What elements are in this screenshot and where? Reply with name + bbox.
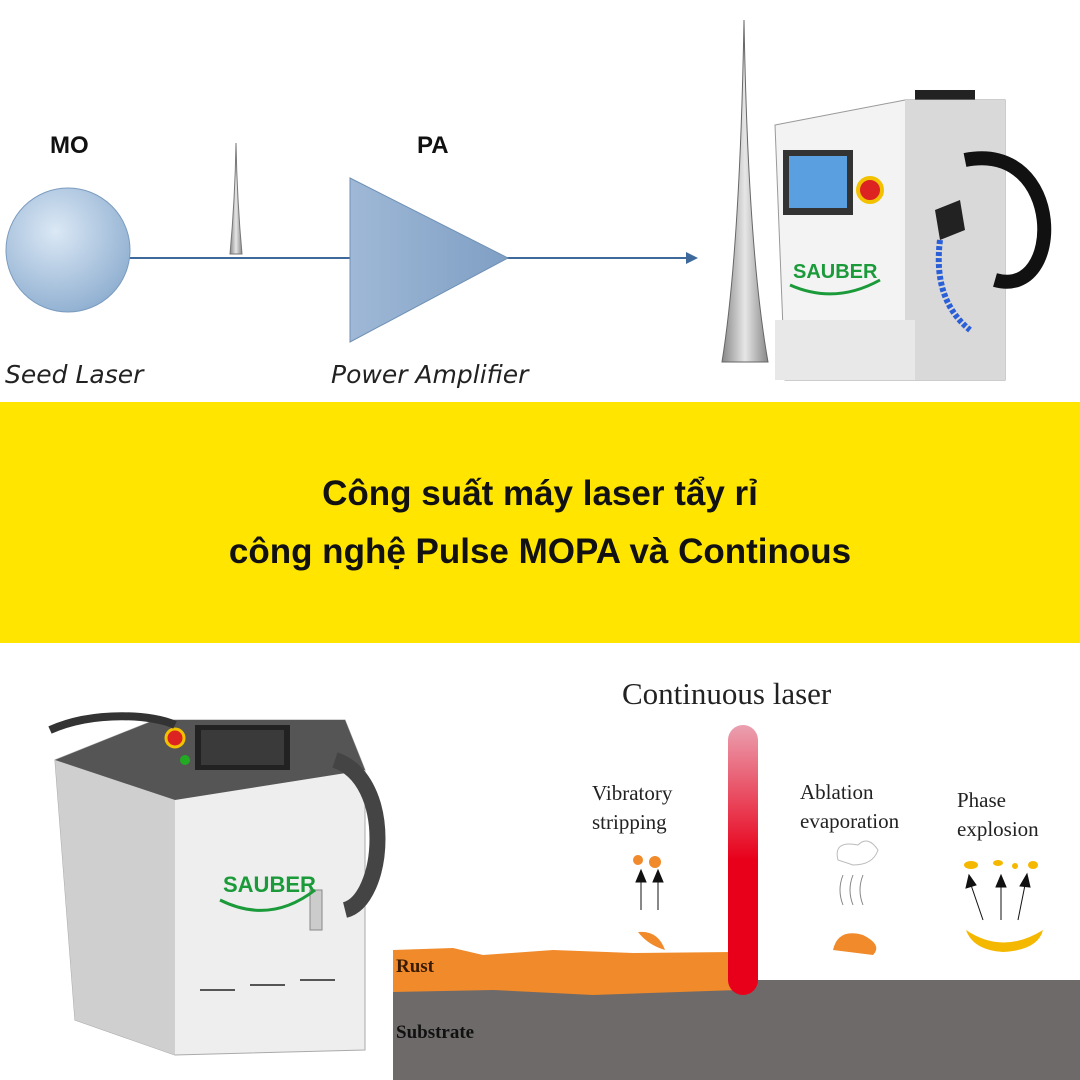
laser-machine-image-top: SAUBER <box>774 90 1052 381</box>
mech-line: Ablation <box>800 780 874 804</box>
banner-line-1: Công suất máy laser tẩy rỉ <box>322 473 758 513</box>
rust-label: Rust <box>396 956 435 977</box>
ablation-blob <box>833 933 877 955</box>
mech-line: stripping <box>592 810 667 834</box>
mech-line: explosion <box>957 817 1039 841</box>
continuous-laser-diagram <box>393 725 1080 1080</box>
mopa-diagram <box>5 19 769 363</box>
mech-line: Vibratory <box>592 781 673 805</box>
arrow-head-icon <box>686 252 698 264</box>
rust-layer <box>393 948 738 995</box>
rust-flake <box>638 931 665 950</box>
laser-machine-image-bottom: SAUBER <box>48 712 386 1056</box>
substrate-label: Substrate <box>396 1022 475 1043</box>
vapor-waves <box>839 874 864 906</box>
mechanism-phase: Phase explosion <box>957 786 1039 844</box>
small-pulse <box>229 142 243 255</box>
laser-beam <box>728 725 758 995</box>
up-arrows-2 <box>965 872 1031 921</box>
up-arrows-1 <box>635 868 664 910</box>
sauber-logo: SAUBER <box>793 261 878 283</box>
banner-line-2: công nghệ Pulse MOPA và Continous <box>228 531 852 571</box>
cloud <box>836 840 879 866</box>
amplifier-triangle <box>349 177 510 343</box>
mo-label: MO <box>50 132 89 159</box>
power-amplifier-label: Power Amplifier <box>331 360 529 389</box>
mech-line: evaporation <box>800 809 900 833</box>
mechanism-ablation: Ablation evaporation <box>800 778 899 836</box>
title-banner: Công suất máy laser tẩy rỉ công nghệ Pul… <box>0 402 1080 643</box>
seed-laser-ball <box>5 187 131 313</box>
phase-blob <box>966 930 1043 952</box>
continuous-laser-title: Continuous laser <box>622 676 832 711</box>
substrate <box>393 980 1080 1080</box>
mech-line: Phase <box>957 788 1006 812</box>
large-pulse <box>721 19 769 363</box>
pa-label: PA <box>417 132 449 159</box>
seed-laser-label: Seed Laser <box>5 360 144 389</box>
mechanism-vibratory: Vibratory stripping <box>592 779 672 837</box>
sauber-logo-2: SAUBER <box>223 872 316 897</box>
